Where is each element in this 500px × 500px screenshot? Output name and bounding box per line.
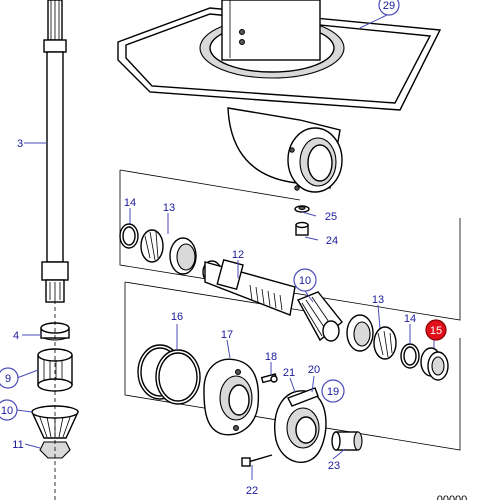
callout-21: 21 [283, 367, 295, 379]
svg-text:17: 17 [221, 329, 233, 341]
callout-13-lower: 13 [372, 294, 384, 306]
sleeve-23 [331, 431, 363, 451]
callout-12: 12 [232, 249, 244, 261]
propeller-shaft-12 [202, 258, 296, 316]
bearing-13-upper [140, 229, 197, 275]
drawing-number: 00000 [437, 494, 468, 500]
svg-text:14: 14 [124, 197, 136, 209]
o-ring-14-upper [119, 223, 139, 249]
svg-text:14: 14 [404, 313, 416, 325]
callout-14-upper: 14 [124, 197, 136, 209]
svg-text:21: 21 [283, 367, 295, 379]
svg-text:13: 13 [163, 202, 175, 214]
callout-10-shaft: 10 [0, 399, 18, 421]
svg-text:3: 3 [17, 138, 23, 150]
bolt-22 [241, 454, 273, 467]
seal-15 [420, 347, 449, 381]
vertical-shaft [41, 0, 69, 303]
svg-text:13: 13 [372, 294, 384, 306]
callout-20: 20 [308, 364, 320, 376]
callout-17: 17 [221, 329, 233, 341]
svg-text:22: 22 [246, 485, 258, 497]
plug-24 [295, 221, 309, 236]
svg-text:29: 29 [383, 0, 395, 12]
svg-text:12: 12 [232, 249, 244, 261]
svg-text:10: 10 [299, 275, 311, 287]
svg-text:00000: 00000 [437, 494, 468, 500]
callout-4: 4 [13, 330, 19, 342]
bearing-13-lower [346, 314, 397, 360]
svg-text:10: 10 [1, 405, 13, 417]
callout-22: 22 [246, 485, 258, 497]
callout-10-gear: 10 [293, 268, 317, 292]
callout-13-upper: 13 [163, 202, 175, 214]
svg-text:24: 24 [326, 235, 338, 247]
callout-9: 9 [0, 367, 19, 389]
cover-20-21 [274, 387, 327, 463]
svg-text:9: 9 [5, 373, 11, 385]
svg-text:16: 16 [171, 311, 183, 323]
callout-24: 24 [326, 235, 338, 247]
callout-11: 11 [12, 439, 23, 451]
svg-text:11: 11 [12, 439, 23, 451]
callout-25: 25 [325, 211, 337, 223]
svg-text:15: 15 [430, 325, 442, 337]
leader-lines [16, 13, 435, 480]
svg-text:23: 23 [328, 460, 340, 472]
callout-29: 29 [378, 0, 400, 16]
screw-25 [294, 205, 310, 213]
svg-text:20: 20 [308, 364, 320, 376]
upper-housing [117, 0, 442, 193]
o-rings-16 [137, 344, 201, 405]
svg-text:19: 19 [327, 386, 339, 398]
callout-23: 23 [328, 460, 340, 472]
svg-text:25: 25 [325, 211, 337, 223]
callout-14-lower: 14 [404, 313, 416, 325]
callout-15-highlighted: 15 [425, 319, 447, 341]
bevel-gear-10 [297, 291, 343, 342]
o-ring-14-lower [400, 343, 420, 369]
callout-16: 16 [171, 311, 183, 323]
svg-text:18: 18 [265, 351, 277, 363]
callout-19: 19 [321, 379, 345, 403]
bolt-18 [260, 373, 278, 384]
svg-text:4: 4 [13, 330, 19, 342]
callout-3: 3 [17, 138, 23, 150]
callout-18: 18 [265, 351, 277, 363]
bearing-housing-17 [203, 358, 260, 436]
